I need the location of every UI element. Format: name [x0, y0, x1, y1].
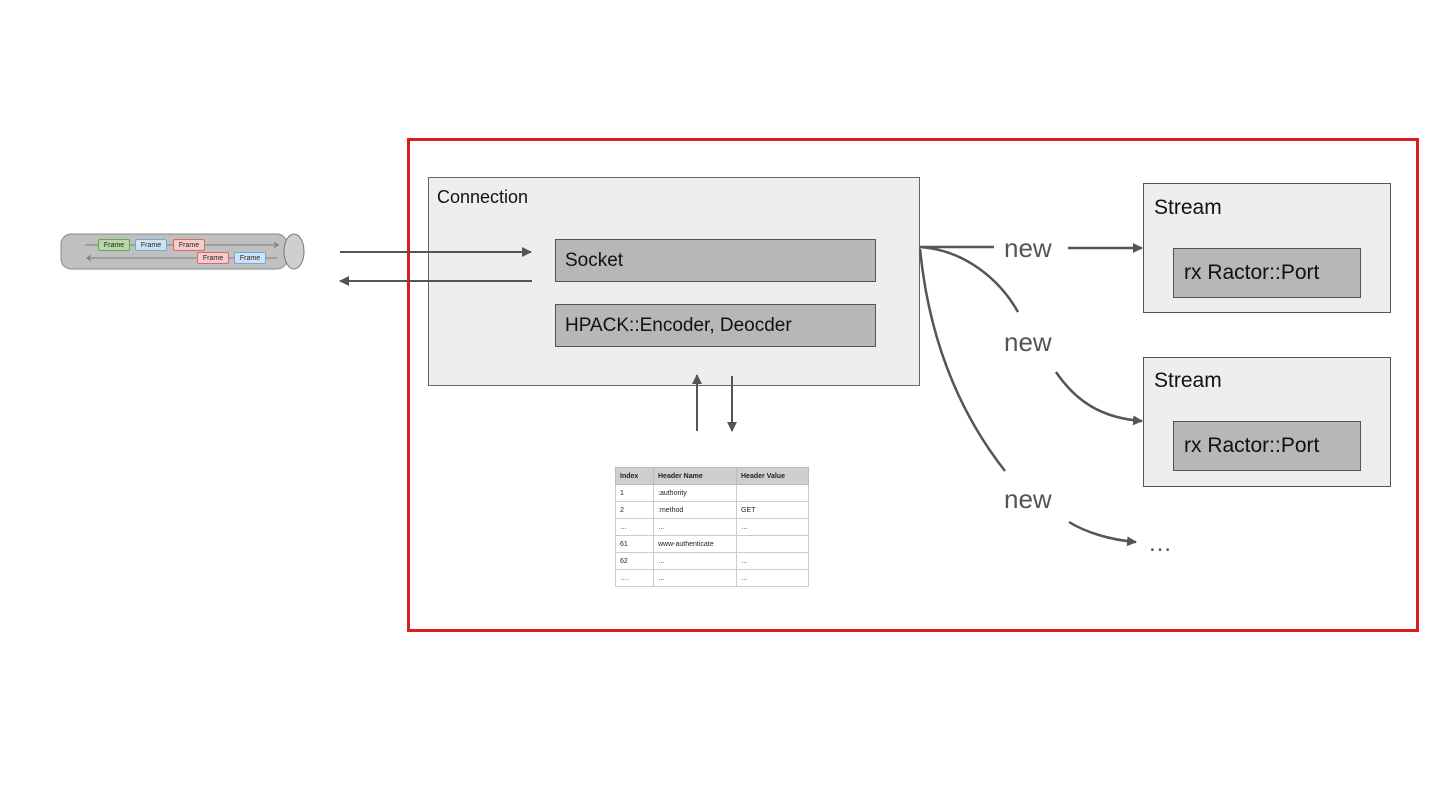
table-cell: 1 — [615, 484, 654, 502]
new-curve-3a — [918, 248, 1006, 472]
table-header-cell: Header Name — [653, 467, 737, 485]
ractor-boundary-frame — [407, 138, 1419, 632]
table-cell: 61 — [615, 535, 654, 553]
socket-box: Socket — [555, 239, 876, 282]
frame-chip-top-1: Frame — [98, 239, 130, 251]
hpack-box: HPACK::Encoder, Deocder — [555, 304, 876, 347]
table-row: 1:authority — [615, 484, 809, 502]
table-cell: … — [653, 552, 737, 570]
frame-chip-bottom-2: Frame — [234, 252, 266, 264]
new-arrow-2 — [1054, 371, 1143, 426]
table-row: ….…… — [615, 569, 809, 587]
table-row: ……… — [615, 518, 809, 536]
table-cell — [736, 535, 809, 553]
table-cell: …. — [615, 569, 654, 587]
stream-title-2: Stream — [1154, 369, 1222, 392]
port-label-1: rx Ractor::Port — [1184, 261, 1320, 284]
table-cell: … — [736, 569, 809, 587]
new-label-3: new — [1004, 484, 1052, 514]
port-box-1: rx Ractor::Port — [1173, 248, 1361, 298]
table-cell: … — [615, 518, 654, 536]
new-arrow-3 — [1068, 520, 1137, 547]
new-label-1: new — [1004, 233, 1052, 263]
frame-chip-bottom-1: Frame — [197, 252, 229, 264]
frame-chip-top-3: Frame — [173, 239, 205, 251]
socket-label: Socket — [565, 249, 624, 271]
table-cell: GET — [736, 501, 809, 519]
table-row: 62…… — [615, 552, 809, 570]
table-cell: 2 — [615, 501, 654, 519]
table-cell: :method — [653, 501, 737, 519]
new-label-2: new — [1004, 327, 1052, 357]
new-curve-2a — [919, 245, 1020, 313]
hpack-label: HPACK::Encoder, Deocder — [565, 314, 792, 336]
connection-title: Connection — [437, 187, 529, 207]
tube-shape — [60, 233, 305, 270]
port-label-2: rx Ractor::Port — [1184, 434, 1320, 457]
more-streams-ellipsis: … — [1148, 530, 1172, 557]
table-cell — [736, 484, 809, 502]
table-header-cell: Index — [615, 467, 654, 485]
frame-chip-top-2: Frame — [135, 239, 167, 251]
table-cell: … — [736, 518, 809, 536]
port-box-2: rx Ractor::Port — [1173, 421, 1361, 471]
table-header-cell: Header Value — [736, 467, 809, 485]
table-cell: www-authenticate — [653, 535, 737, 553]
table-cell: :authority — [653, 484, 737, 502]
table-cell: … — [736, 552, 809, 570]
table-cell: … — [653, 518, 737, 536]
table-cell: … — [653, 569, 737, 587]
table-cell: 62 — [615, 552, 654, 570]
stream-title-1: Stream — [1154, 196, 1222, 219]
